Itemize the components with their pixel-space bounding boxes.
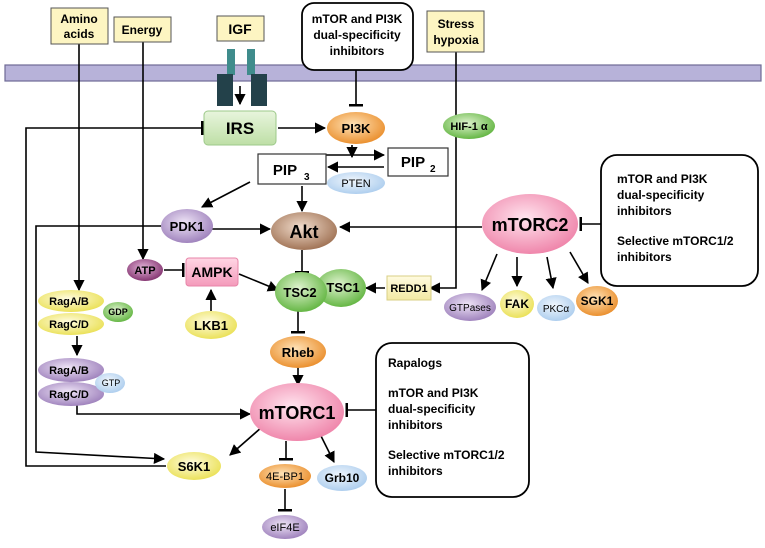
node-pdk1: PDK1 [161, 209, 213, 243]
pten-label: PTEN [341, 178, 370, 190]
mtorc2-inhib-line-2: dual-specificity [617, 188, 705, 202]
4ebp1-label: 4E-BP1 [266, 471, 304, 483]
mtorc1-inhib-line-7: Selective mTORC1/2 [388, 448, 505, 462]
edge-pip3-pdk1 [201, 181, 251, 208]
pip2-label: PIP [401, 154, 425, 171]
edge-mtorc2-gtpases [480, 253, 498, 292]
rheb-label: Rheb [282, 345, 315, 360]
atp-label: ATP [134, 265, 155, 277]
node-mtorc1: mTORC1 [250, 383, 344, 441]
amino-acids-label-1: Amino [60, 12, 97, 26]
gtpases-label: GTPases [449, 303, 491, 314]
node-pkca: PKCα [537, 295, 575, 321]
edge-rag-mtorc1 [76, 404, 252, 420]
tsc2-label: TSC2 [283, 285, 316, 300]
node-fak: FAK [500, 290, 534, 318]
mtorc2-label: mTORC2 [492, 215, 569, 235]
grb10-label: Grb10 [325, 471, 360, 485]
igf-receptor-icon [217, 49, 267, 106]
ragc-d-gtp-label: RagC/D [49, 389, 89, 401]
node-sgk1: SGK1 [576, 286, 618, 316]
gdp-label: GDP [108, 307, 128, 317]
mtorc2-inhib-line-3: inhibitors [617, 204, 672, 218]
node-ampk: AMPK [185, 257, 239, 287]
igf-label: IGF [228, 21, 252, 37]
edge-s6k1-irs-feedback [25, 121, 204, 467]
node-atp: ATP [127, 259, 163, 281]
s6k1-label: S6K1 [178, 459, 211, 474]
node-tsc-complex: TSC2 TSC1 [275, 269, 366, 312]
node-rag-gtp: RagA/B RagC/D GTP [38, 358, 125, 406]
raga-b-gdp-label: RagA/B [49, 296, 89, 308]
node-pi3k: PI3K [327, 112, 385, 144]
node-4ebp1: 4E-BP1 [259, 464, 311, 488]
stimulus-igf: IGF [216, 15, 265, 42]
mtorc1-inhib-line-5: inhibitors [388, 418, 443, 432]
top-inhib-line-1: mTOR and PI3K [312, 12, 403, 26]
hif1a-label: HIF-1 α [450, 121, 488, 133]
edge-mtorc2-sgk1 [569, 251, 589, 284]
pi3k-label: PI3K [342, 121, 372, 136]
ragc-d-gdp-label: RagC/D [49, 319, 89, 331]
tsc1-label: TSC1 [326, 280, 359, 295]
lkb1-label: LKB1 [194, 318, 228, 333]
pdk1-label: PDK1 [170, 219, 205, 234]
akt-label: Akt [289, 222, 318, 242]
node-pip2: PIP 2 [387, 147, 449, 177]
node-gtpases: GTPases [444, 293, 496, 321]
mtorc2-inhib-line-1: mTOR and PI3K [617, 172, 708, 186]
mtorc1-inhib-line-1: Rapalogs [388, 356, 442, 370]
stimulus-energy: Energy [113, 16, 172, 43]
edge-pdk1-s6k1 [35, 225, 166, 465]
raga-b-gtp-label: RagA/B [49, 365, 89, 377]
node-hif1a: HIF-1 α [443, 113, 495, 139]
inhibitor-box-top: mTOR and PI3K dual-specificity inhibitor… [301, 2, 414, 71]
sgk1-label: SGK1 [581, 294, 614, 308]
mtorc1-inhib-line-8: inhibitors [388, 464, 443, 478]
node-redd1: REDD1 [386, 275, 432, 301]
node-lkb1: LKB1 [185, 311, 237, 339]
node-rheb: Rheb [270, 336, 326, 368]
stimulus-stress: Stress hypoxia [426, 10, 485, 53]
mtorc2-inhib-line-5: Selective mTORC1/2 [617, 234, 734, 248]
eif4e-label: eIF4E [270, 522, 299, 534]
inhibitor-box-mtorc2: mTOR and PI3K dual-specificity inhibitor… [600, 154, 759, 287]
edge-ampk-tsc2 [238, 273, 280, 292]
inhibitor-box-mtorc1: Rapalogs mTOR and PI3K dual-specificity … [375, 342, 530, 498]
redd1-label: REDD1 [390, 283, 427, 295]
pip3-label: PIP [273, 162, 297, 179]
stress-label: Stress [438, 17, 475, 31]
top-inhib-line-2: dual-specificity [313, 28, 401, 42]
stimulus-amino-acids: Amino acids [50, 7, 109, 45]
edge-mtorc1-s6k1 [229, 426, 263, 456]
node-irs: IRS [203, 110, 277, 146]
node-akt: Akt [271, 212, 337, 250]
node-rag-gdp: RagA/B RagC/D GDP [38, 290, 133, 335]
top-inhib-line-3: inhibitors [330, 44, 385, 58]
irs-label: IRS [226, 119, 254, 138]
node-s6k1: S6K1 [167, 452, 221, 480]
node-grb10: Grb10 [317, 465, 367, 491]
energy-label: Energy [122, 23, 163, 37]
ampk-label: AMPK [191, 264, 232, 280]
gtp-label: GTP [102, 378, 121, 388]
pip3-subscript: 3 [304, 172, 310, 183]
node-pip3: PIP 3 [257, 153, 327, 185]
node-pten: PTEN [327, 172, 385, 194]
node-mtorc2: mTORC2 [482, 194, 578, 254]
node-eif4e: eIF4E [262, 515, 308, 539]
hypoxia-label: hypoxia [433, 33, 479, 47]
mtorc1-inhib-line-3: mTOR and PI3K [388, 386, 479, 400]
mtorc1-inhib-line-4: dual-specificity [388, 402, 476, 416]
fak-label: FAK [505, 297, 529, 311]
pip2-subscript: 2 [430, 164, 436, 175]
mtorc2-inhib-line-6: inhibitors [617, 250, 672, 264]
amino-acids-label-2: acids [64, 27, 95, 41]
edge-mtorc1-grb10 [319, 433, 335, 464]
edge-mtorc2-pkca [545, 256, 557, 290]
mtorc1-label: mTORC1 [259, 403, 336, 423]
pkca-label: PKCα [543, 304, 570, 315]
